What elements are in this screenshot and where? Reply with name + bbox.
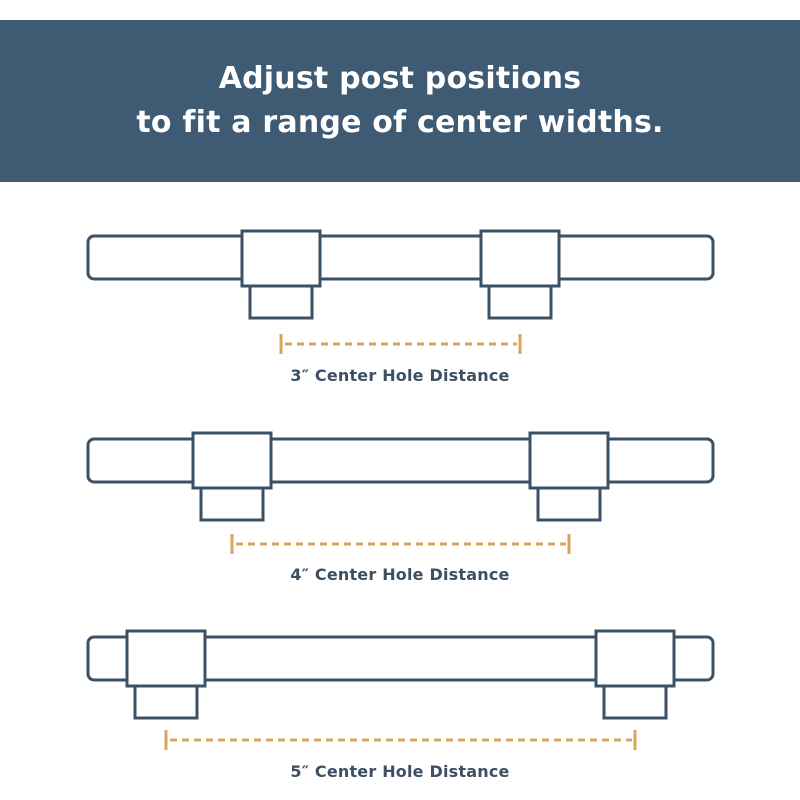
handle-4in bbox=[86, 431, 715, 554]
handle-bar bbox=[86, 234, 715, 281]
post-foot-left bbox=[248, 284, 314, 320]
caption-5in: 5″ Center Hole Distance bbox=[290, 762, 510, 781]
caption-4in: 4″ Center Hole Distance bbox=[290, 565, 510, 584]
post-foot-right bbox=[602, 684, 668, 720]
post-foot-left bbox=[133, 684, 199, 720]
handle-bar bbox=[86, 635, 715, 682]
post-foot-right bbox=[536, 486, 602, 522]
post-block-left bbox=[125, 629, 207, 688]
post-block-right bbox=[528, 431, 610, 490]
post-block-left bbox=[191, 431, 273, 490]
caption-3in: 3″ Center Hole Distance bbox=[290, 366, 510, 385]
post-block-right bbox=[594, 629, 676, 688]
post-block-left bbox=[240, 229, 322, 288]
post-foot-right bbox=[487, 284, 553, 320]
post-foot-left bbox=[199, 486, 265, 522]
handle-3in bbox=[86, 229, 715, 354]
header-banner: Adjust post positions to fit a range of … bbox=[0, 20, 800, 182]
handle-bar bbox=[86, 437, 715, 484]
handle-5in bbox=[86, 629, 715, 750]
header-title-line-2: to fit a range of center widths. bbox=[136, 105, 664, 140]
header-title-line-1: Adjust post positions bbox=[218, 61, 582, 96]
post-block-right bbox=[479, 229, 561, 288]
